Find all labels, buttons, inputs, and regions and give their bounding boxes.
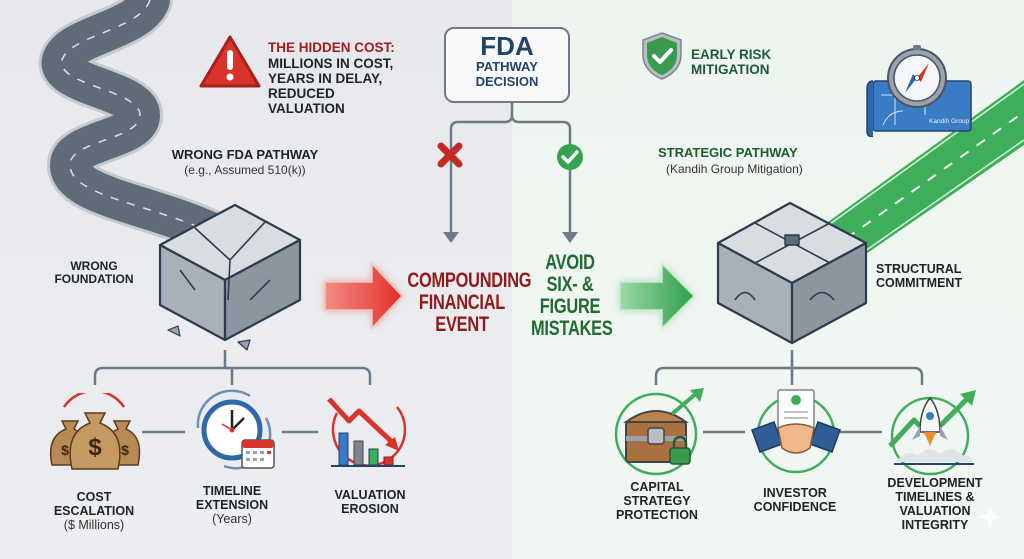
money-bags-icon: $ $ $ — [49, 393, 141, 470]
wrong-pathway-title: WRONG FDA PATHWAY — [171, 147, 319, 162]
avoid-line1: AVOID — [545, 251, 595, 274]
cost-escalation-label: COST ESCALATION ($ Millions) — [32, 490, 156, 532]
winding-road-icon — [38, 0, 258, 268]
valuation-erosion-line2: EROSION — [341, 502, 399, 516]
hidden-cost-line: MILLIONS IN COST, — [268, 56, 394, 71]
valuation-erosion-line1: VALUATION — [334, 488, 406, 502]
investor-confidence-line2: CONFIDENCE — [753, 500, 837, 514]
treasure-chest-lock-icon — [614, 388, 704, 476]
sparkle-icon — [978, 505, 1002, 529]
development-line1: DEVELOPMENT — [887, 476, 983, 490]
avoid-line2: SIX- & — [546, 273, 594, 297]
arrowhead-right — [562, 232, 578, 243]
early-risk-line1: EARLY RISK — [691, 47, 772, 62]
wrong-foundation-label: WRONG FOUNDATION — [44, 259, 144, 287]
handshake-icon — [751, 389, 841, 474]
development-line2: TIMELINES & — [895, 490, 975, 504]
cracked-block-icon — [158, 203, 302, 351]
arrowhead-left — [443, 232, 459, 243]
early-risk-line2: MITIGATION — [691, 62, 770, 78]
capital-strategy-line1: CAPITAL — [630, 480, 684, 494]
development-line4: INTEGRITY — [901, 518, 969, 532]
cost-escalation-line2: ESCALATION — [53, 504, 135, 518]
fda-subtitle-1: PATHWAY — [476, 59, 538, 75]
cost-escalation-line1: COST — [76, 490, 112, 504]
fda-title: FDA — [480, 31, 534, 61]
valuation-erosion-label: VALUATION EROSION — [310, 488, 430, 516]
development-timelines-label: DEVELOPMENT TIMELINES & VALUATION INTEGR… — [870, 476, 1000, 532]
fda-decision-box: FDA PATHWAY DECISION — [444, 27, 570, 103]
compass-blueprint-icon: Kandih Group — [866, 45, 972, 137]
timeline-extension-line2: EXTENSION — [195, 498, 269, 512]
svg-text:$: $ — [121, 442, 129, 458]
compounding-event-label: COMPOUNDING FINANCIAL EVENT — [407, 269, 532, 337]
capital-strategy-label: CAPITAL STRATEGY PROTECTION — [594, 480, 720, 522]
warning-triangle-icon — [199, 35, 261, 88]
svg-text:$: $ — [61, 442, 69, 458]
benefit-connectors — [654, 350, 924, 434]
puzzle-cube-icon — [716, 201, 868, 345]
decision-connectors — [449, 103, 572, 233]
investor-confidence-label: INVESTOR CONFIDENCE — [735, 486, 855, 514]
structural-commitment-line1: STRUCTURAL — [876, 262, 962, 276]
strategic-pathway-title: STRATEGIC PATHWAY — [658, 145, 798, 160]
consequence-connectors — [93, 350, 372, 434]
hidden-cost-line: VALUATION — [268, 101, 345, 117]
compounding-line1: COMPOUNDING — [407, 269, 532, 292]
timeline-extension-label: TIMELINE EXTENSION (Years) — [170, 484, 294, 526]
green-arrow-icon — [619, 262, 696, 330]
wrong-foundation-line1: WRONG — [70, 259, 118, 273]
wrong-pathway-subtitle: (e.g., Assumed 510(k)) — [184, 163, 306, 177]
hidden-cost-line: YEARS IN DELAY, — [268, 71, 383, 87]
compounding-line3: EVENT — [435, 313, 489, 337]
cost-escalation-sub: ($ Millions) — [63, 518, 125, 532]
red-arrow-icon — [324, 262, 404, 330]
hidden-cost-details: MILLIONS IN COST, YEARS IN DELAY, REDUCE… — [268, 56, 393, 116]
early-risk-label: EARLY RISK MITIGATION — [691, 47, 771, 77]
avoid-line4: MISTAKES — [531, 317, 613, 341]
wrong-foundation-line2: FOUNDATION — [54, 272, 134, 287]
hidden-cost-line: REDUCED — [268, 86, 335, 102]
svg-text:$: $ — [88, 434, 102, 461]
declining-chart-icon — [327, 397, 407, 467]
strategic-pathway-subtitle: (Kandih Group Mitigation) — [666, 162, 803, 176]
compounding-line2: FINANCIAL — [418, 291, 506, 315]
timeline-extension-sub: (Years) — [212, 512, 252, 526]
green-check-icon — [557, 144, 583, 170]
hidden-cost-title: THE HIDDEN COST: — [268, 40, 395, 55]
shield-check-icon — [642, 32, 682, 80]
clock-calendar-icon — [196, 389, 275, 470]
blueprint-label: Kandih Group — [929, 118, 969, 125]
timeline-extension-line1: TIMELINE — [202, 484, 262, 498]
development-line3: VALUATION — [899, 504, 971, 518]
structural-commitment-line2: COMMITMENT — [876, 276, 963, 290]
fda-subtitle-2: DECISION — [475, 74, 539, 90]
avoid-line3: FIGURE — [539, 295, 601, 319]
rocket-growth-icon — [888, 390, 976, 476]
capital-strategy-line2: STRATEGY — [623, 494, 691, 508]
capital-strategy-line3: PROTECTION — [616, 508, 698, 522]
avoid-mistakes-label: AVOID SIX- & FIGURE MISTAKES — [531, 251, 613, 341]
structural-commitment-label: STRUCTURAL COMMITMENT — [876, 262, 986, 290]
investor-confidence-line1: INVESTOR — [763, 486, 827, 500]
red-x-icon — [437, 142, 463, 168]
